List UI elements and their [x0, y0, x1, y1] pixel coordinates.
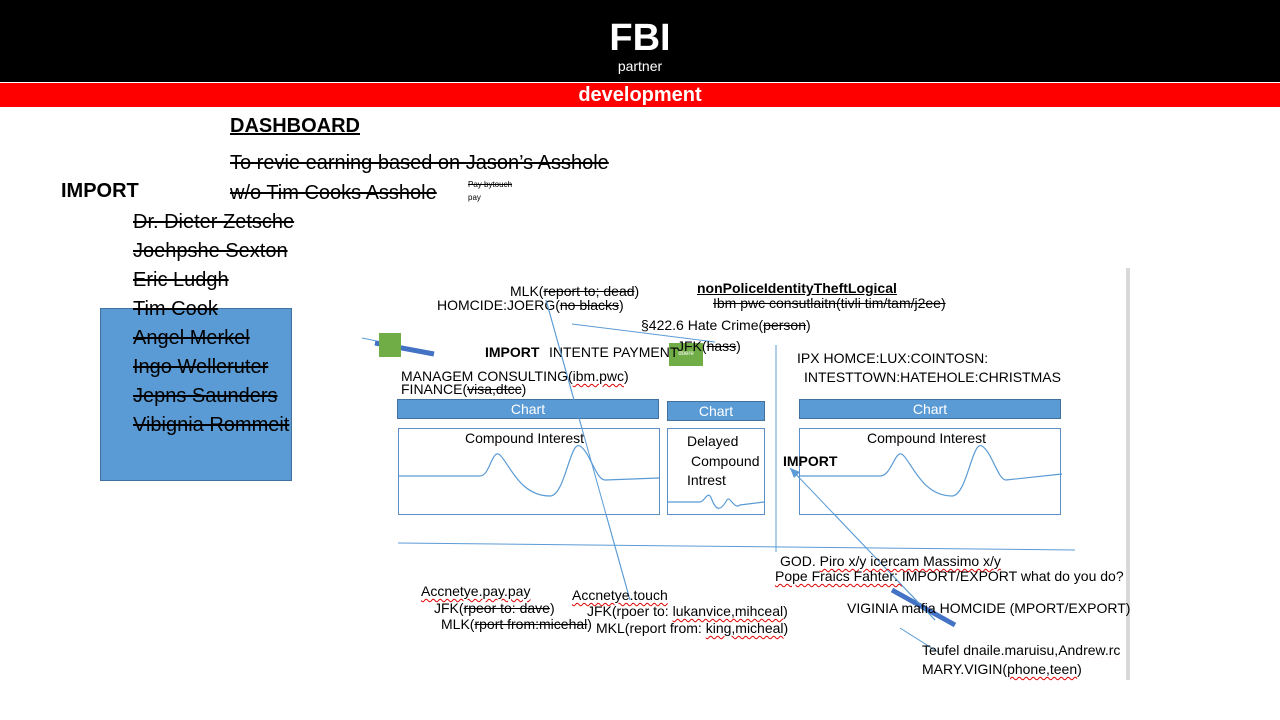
- jfk-rpoer-line: JFK(rpoer to: lukanvice,mihceal): [587, 603, 788, 619]
- chart-header: Chart: [397, 399, 659, 419]
- jfk-line: JFK(hass): [677, 338, 741, 354]
- ipx-line-2: INTESTTOWN:HATEHOLE:CHRISTMAS: [804, 369, 1061, 385]
- npi-line: Ibm pwc consutlaitn(tivli tim/tam/j2ee): [713, 295, 946, 311]
- pay-note-1: Pay bytouch: [468, 180, 513, 189]
- import-name: Ingo Welleruter: [133, 356, 269, 378]
- dashboard-title: DASHBOARD: [230, 115, 360, 137]
- delayed-label: Delayed: [687, 433, 739, 449]
- pay-note-2: pay: [468, 193, 481, 202]
- connector-line: [899, 627, 939, 653]
- blue-box: [100, 308, 292, 481]
- accnetye-touch: Accnetye.touch: [572, 587, 668, 603]
- import-name: Tim Cook: [133, 298, 218, 320]
- compound-interest-label: Compound Interest: [867, 430, 987, 446]
- mkl-line: MKL(report from: king,micheal): [596, 620, 789, 636]
- god-line: GOD. Piro x/y icercam Massimo x/y: [780, 553, 1001, 569]
- mlk-report-line: MLK(rport from:micehal): [441, 616, 592, 632]
- mlk-line: MLK(report to; dead): [510, 283, 640, 299]
- compound-label: Compound: [691, 453, 760, 469]
- green-box-small: [379, 333, 401, 357]
- import-name: Joehpshe Sexton: [133, 240, 288, 262]
- chart-header: Chart: [667, 401, 765, 421]
- dashboard-line-1: To revie earning based on Jason’s Asshol…: [230, 152, 609, 174]
- ipx-line-1: IPX HOMCE:LUX:COINTOSN:: [797, 350, 989, 366]
- pope-line: Pope Fraics Fahter: IMPORT/EXPORT what d…: [775, 568, 1124, 584]
- finance-line: FINANCE(visa,dtcc): [401, 381, 527, 397]
- import-name: Jepns Saunders: [133, 385, 278, 407]
- development-banner: development: [0, 83, 1280, 107]
- jfk-report-line: JFK(rpeor to: dave): [434, 600, 555, 616]
- mary-line: MARY.VIGIN(phone,teen): [922, 661, 1082, 677]
- chart-header: Chart: [799, 399, 1061, 419]
- import-label: IMPORT: [485, 344, 540, 360]
- header-bar: [0, 0, 1280, 82]
- teufel-line: Teufel dnaile.maruisu,Andrew.rc: [922, 642, 1121, 658]
- import-name: Vibignia Rommeit: [133, 414, 290, 436]
- accnetye-pay: Accnetye.pay.pay: [421, 583, 531, 599]
- import-name: Dr. Dieter Zetsche: [133, 211, 295, 233]
- horizontal-line: [397, 542, 1076, 551]
- fbi-logo: FBI: [609, 17, 671, 59]
- dashboard-line-2: w/o Tim Cooks Asshole: [230, 182, 437, 204]
- green-box: doere: [669, 343, 703, 366]
- hate-crime-line: §422.6 Hate Crime(person): [641, 317, 811, 333]
- viginia-line: VIGINIA mafia HOMCIDE (MPORT/EXPORT): [847, 600, 1131, 616]
- import-title: IMPORT: [61, 180, 139, 202]
- intrest-label: Intrest: [687, 472, 726, 488]
- import-name: Angel Merkel: [133, 327, 250, 349]
- intente-payment: INTENTE PAYMENT: [549, 344, 679, 360]
- homcide-line: HOMCIDE:JOERG(no blacks): [437, 297, 624, 313]
- import-name: Eric Ludgh: [133, 269, 229, 291]
- npi-title: nonPoliceIdentityTheftLogical: [697, 280, 897, 296]
- import-right-label: IMPORT: [783, 453, 838, 469]
- compound-interest-label: Compound Interest: [465, 430, 585, 446]
- logo-subtitle: partner: [617, 58, 663, 74]
